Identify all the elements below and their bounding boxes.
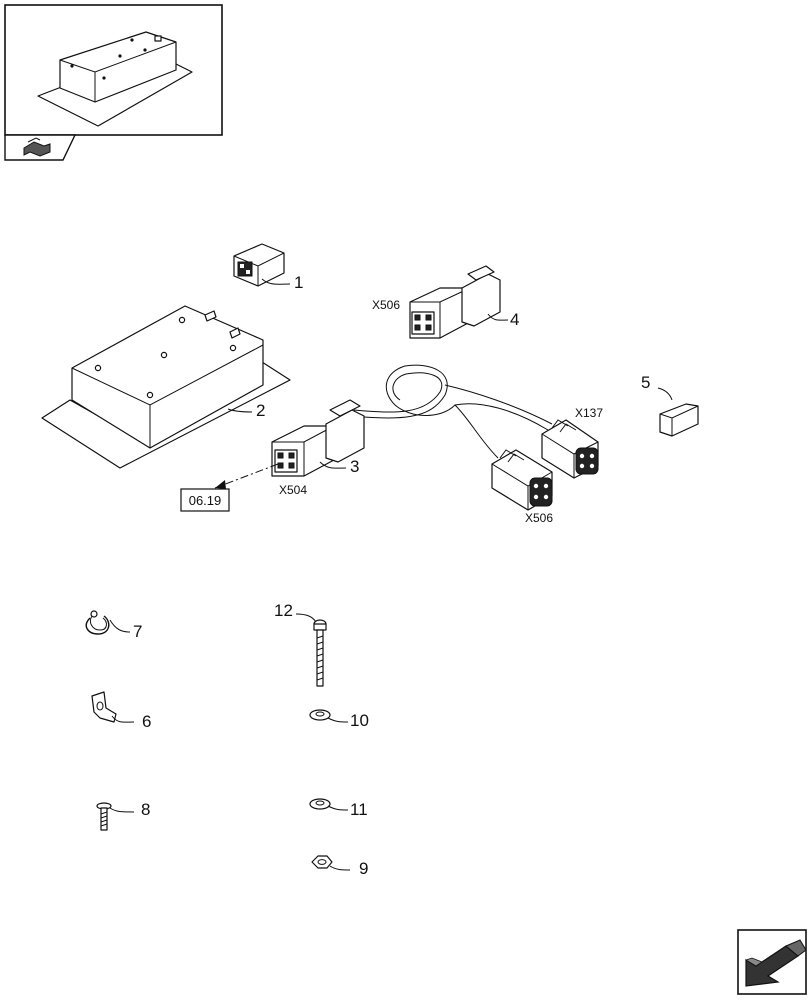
reference-arrow (214, 463, 279, 489)
connector-x137[interactable] (541, 419, 599, 479)
callout-4[interactable]: 4 (510, 310, 519, 329)
fuse-cap[interactable] (659, 403, 699, 437)
callout-3[interactable]: 3 (350, 457, 359, 476)
page-reference-label: 06.19 (189, 493, 222, 508)
small-connector-plug[interactable] (233, 243, 285, 287)
wiring-harness[interactable] (349, 364, 553, 459)
leader-lines (109, 278, 673, 871)
callout-1[interactable]: 1 (294, 273, 303, 292)
callout-9[interactable]: 9 (359, 859, 368, 878)
control-module-box[interactable] (41, 305, 291, 469)
callout-6[interactable]: 6 (142, 712, 151, 731)
callout-5[interactable]: 5 (641, 373, 650, 392)
p-clamp[interactable] (91, 691, 117, 723)
callout-12[interactable]: 12 (274, 601, 293, 620)
flat-washer-10[interactable] (309, 709, 331, 721)
connector-x506-bottom[interactable] (491, 449, 553, 511)
flat-washer-11[interactable] (309, 798, 331, 810)
next-page-arrow-icon[interactable] (737, 929, 807, 995)
page-reference-box[interactable]: 06.19 (180, 488, 230, 512)
connector-label-x506-bottom: X506 (525, 511, 553, 525)
short-bolt[interactable] (96, 802, 112, 831)
hex-nut[interactable] (311, 855, 333, 869)
cable-clip[interactable] (85, 610, 110, 635)
callout-10[interactable]: 10 (350, 711, 369, 730)
connector-label-x506-top: X506 (372, 298, 400, 312)
connector-label-x504: X504 (279, 483, 307, 497)
callout-7[interactable]: 7 (133, 622, 142, 641)
connector-x504[interactable] (271, 399, 365, 477)
thumbnail-frame[interactable] (4, 4, 223, 136)
long-bolt[interactable] (313, 619, 327, 687)
connector-label-x137: X137 (575, 406, 603, 420)
connector-x506-top[interactable] (409, 265, 501, 339)
callout-8[interactable]: 8 (141, 800, 150, 819)
callout-2[interactable]: 2 (256, 401, 265, 420)
callout-11[interactable]: 11 (350, 800, 368, 819)
nav-tab-icon[interactable] (4, 134, 77, 161)
module-thumbnail-icon (37, 31, 193, 127)
